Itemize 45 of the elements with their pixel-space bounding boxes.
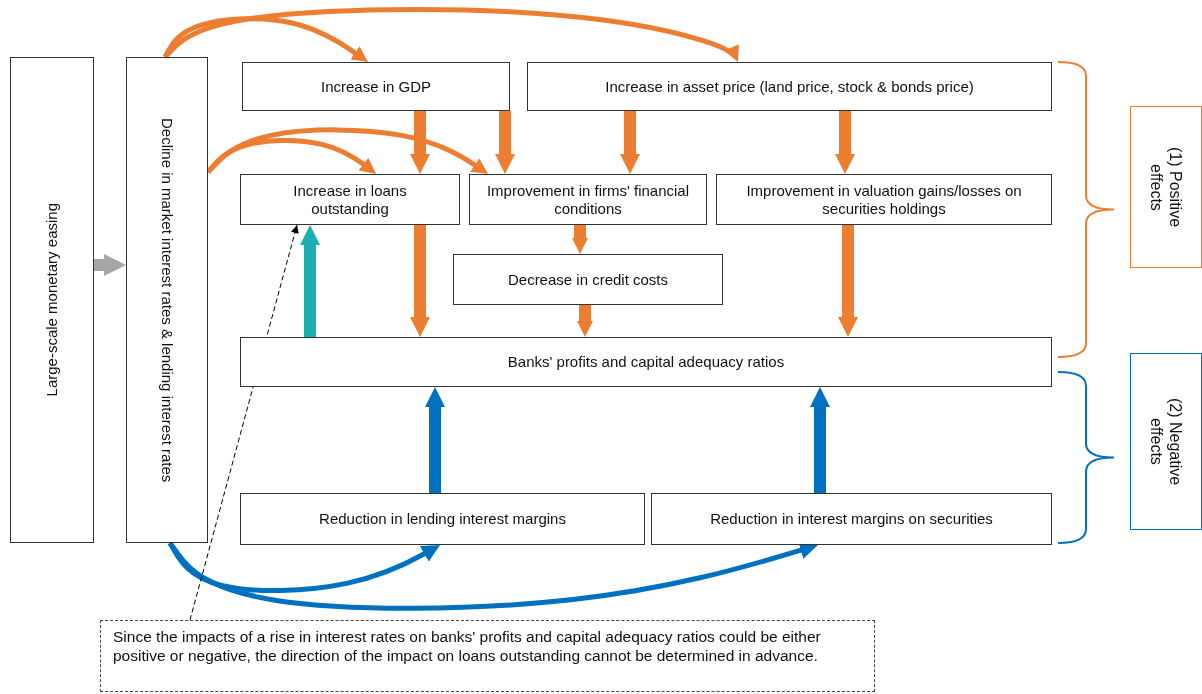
arrow [620, 111, 640, 174]
node-label: Improvement in valuation gains/losses on securities holdings [745, 181, 1023, 218]
vertical-box [10, 57, 94, 543]
process-box [240, 174, 460, 225]
process-box [716, 174, 1052, 225]
arrow [835, 111, 855, 174]
arrow [163, 7, 741, 64]
arrow [300, 225, 320, 337]
arrow [206, 137, 378, 176]
arrow [425, 387, 445, 493]
node-label: (2) Negative effects [1147, 396, 1186, 488]
process-box [240, 493, 645, 545]
node-label: Improvement in firms' financial conditions [485, 181, 691, 218]
arrow [410, 225, 430, 337]
node-label: Decline in market interest rates & lending interest rates [158, 117, 176, 483]
process-box [651, 493, 1052, 545]
leader-line [189, 224, 299, 621]
note-box [100, 620, 875, 692]
node-label: Decrease in credit costs [507, 270, 669, 289]
arrow [572, 225, 588, 254]
effect-box [1130, 106, 1202, 268]
node-label: Increase in asset price (land price, stock & bonds price) [605, 77, 974, 96]
arrow [167, 541, 819, 611]
process-box [242, 62, 510, 111]
effect-box [1130, 353, 1202, 530]
arrow [206, 127, 490, 177]
node-label: Reduction in lending interest margins [319, 510, 566, 528]
arrow [838, 225, 858, 337]
arrow [94, 254, 126, 276]
node-label: Increase in loans outstanding [292, 181, 408, 218]
arrow [410, 111, 430, 174]
node-label: Large-scale monetary easing [43, 203, 61, 397]
node-label: Reduction in interest margins on securities [710, 510, 993, 528]
process-box [453, 254, 723, 305]
arrow [577, 305, 593, 337]
arrow [810, 387, 830, 493]
node-label: (1) Positive effects [1147, 146, 1186, 229]
note-text: Since the impacts of a rise in interest rates on banks' profits and capital adequacy ratios could be either positive or negative, the direction of the impact on loans outstanding cannot be determined in advance. [113, 627, 822, 666]
process-box [469, 174, 707, 225]
arrow [495, 111, 515, 174]
process-box [240, 337, 1052, 387]
process-box [527, 62, 1052, 111]
node-label: Increase in GDP [320, 77, 431, 96]
vertical-box [126, 57, 208, 543]
node-label: Banks' profits and capital adequacy ratios [507, 353, 785, 371]
